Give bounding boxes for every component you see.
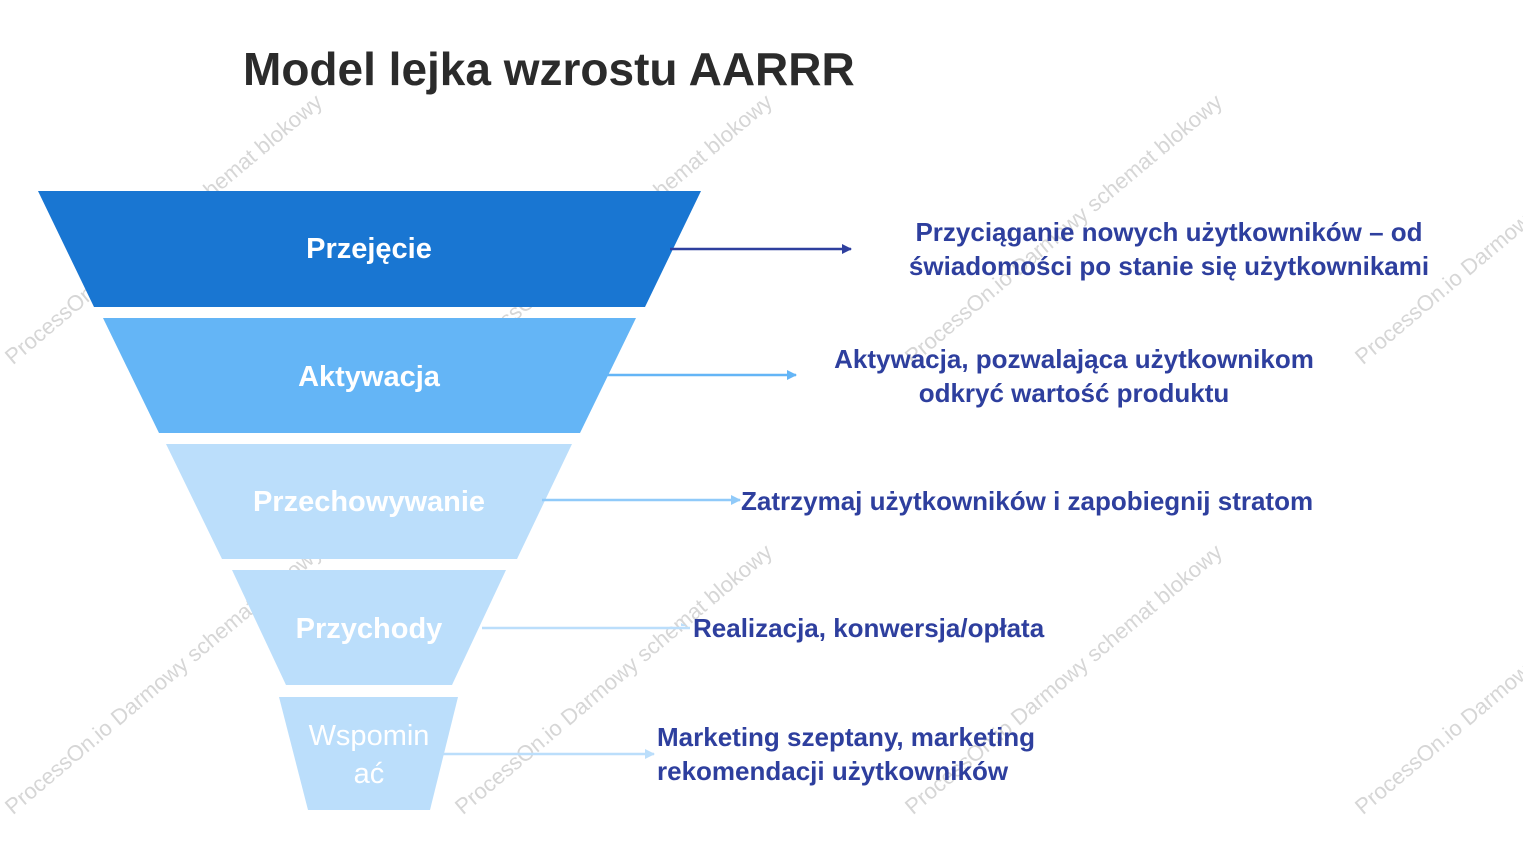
stage-description-1-line-1: Aktywacja, pozwalająca użytkownikom xyxy=(834,344,1314,374)
funnel-stage-2 xyxy=(166,444,572,559)
stage-description-2-line-1: Zatrzymaj użytkowników i zapobiegnij str… xyxy=(741,486,1314,516)
stage-label-3: Przychody xyxy=(296,613,443,645)
stage-label-2: Przechowywanie xyxy=(253,486,485,518)
funnel-stage-1 xyxy=(103,318,636,433)
stage-label-1: Aktywacja xyxy=(298,361,441,393)
stage-description-0: Przyciąganie nowych użytkowników – od św… xyxy=(884,215,1454,283)
funnel-stage-0 xyxy=(38,191,701,307)
stage-description-4-line-1: Marketing szeptany, marketing xyxy=(657,722,1036,752)
funnel-stage-3 xyxy=(232,570,506,685)
stage-description-0-line-1: Przyciąganie nowych użytkowników – od xyxy=(915,217,1423,247)
stage-label-4-line-1: Wspomin xyxy=(309,720,430,752)
stage-description-1-line-2: odkryć wartość produktu xyxy=(918,378,1230,408)
stage-description-4: Marketing szeptany, marketing rekomendac… xyxy=(657,720,1035,788)
stage-label-4-line-2: ać xyxy=(354,758,385,790)
stage-description-3: Realizacja, konwersja/opłata xyxy=(693,611,1044,645)
stage-description-3-line-1: Realizacja, konwersja/opłata xyxy=(693,613,1045,643)
stage-description-0-line-2: świadomości po stanie się użytkownikami xyxy=(908,251,1430,281)
stage-description-2: Zatrzymaj użytkowników i zapobiegnij str… xyxy=(741,484,1313,518)
page-title: Model lejka wzrostu AARRR xyxy=(243,43,855,95)
funnel-stage-4 xyxy=(279,697,458,810)
stage-description-1: Aktywacja, pozwalająca użytkownikom odkr… xyxy=(804,342,1344,410)
stage-label-0: Przejęcie xyxy=(306,233,432,265)
stage-description-4-line-2: rekomendacji użytkowników xyxy=(657,756,1009,786)
